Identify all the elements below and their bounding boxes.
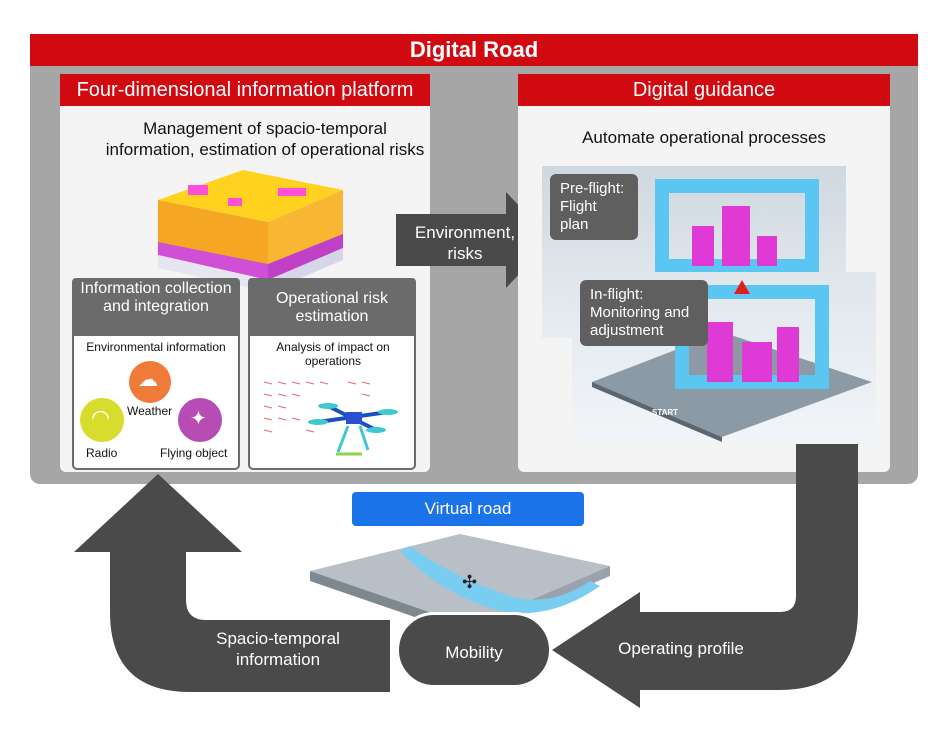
operating-profile-label: Operating profile: [618, 639, 744, 658]
environmental-info-caption: Environmental information: [86, 340, 226, 354]
start-label: START: [652, 408, 679, 417]
radio-icon: ◠: [80, 398, 124, 442]
guidance-title: Digital guidance: [518, 74, 890, 106]
info-collection-title: Information collection and integration: [72, 278, 240, 336]
guidance-subtitle: Automate operational processes: [582, 128, 826, 147]
digital-road-title: Digital Road: [30, 34, 918, 66]
weather-label: Weather: [127, 404, 173, 418]
drone-impact-illustration: [263, 381, 398, 456]
platform-subtitle: Management of spacio-temporal informatio…: [105, 119, 425, 159]
platform-title: Four-dimensional information platform: [60, 74, 430, 106]
virtual-road-label: Virtual road: [352, 492, 584, 526]
preflight-label: Pre-flight: Flight plan: [550, 174, 638, 240]
inflight-image: [572, 272, 876, 442]
radio-label: Radio: [86, 446, 118, 460]
impact-analysis-caption: Analysis of impact on operations: [276, 340, 390, 368]
environment-risks-label: Environment, risks: [414, 223, 516, 263]
flying-object-icon: ✦: [178, 398, 222, 442]
weather-icon: ☁: [129, 361, 171, 403]
drone-small-icon: ✣: [462, 572, 478, 592]
risk-estimation-title: Operational risk estimation: [248, 278, 416, 336]
environment-risks-arrow: [396, 192, 552, 288]
inflight-label: In-flight: Monitoring and adjustment: [580, 280, 708, 346]
mobility-node: Mobility: [396, 612, 552, 688]
flying-object-label: Flying object: [160, 446, 228, 460]
spacio-temporal-label: Spacio-temporal information: [216, 629, 340, 669]
